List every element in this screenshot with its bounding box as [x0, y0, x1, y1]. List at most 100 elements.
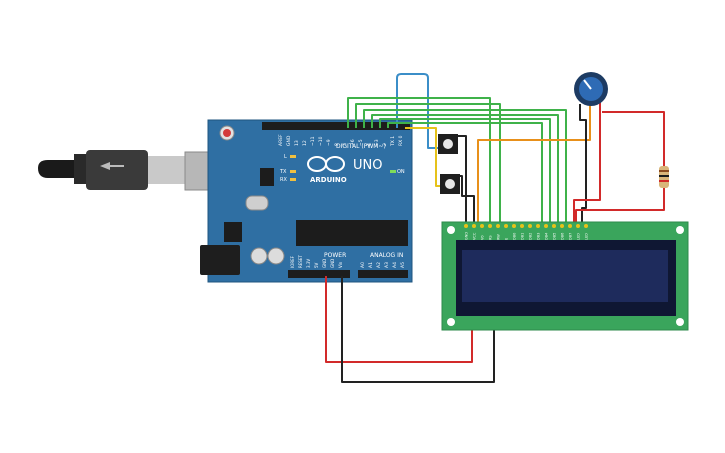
lcd-pin[interactable]: [552, 224, 556, 228]
lcd-pin[interactable]: [464, 224, 468, 228]
wire-green-5: [379, 118, 551, 226]
wire-red-pot: [573, 100, 601, 226]
wire-blue: [396, 73, 438, 149]
digital-pin-label: TX 1: [390, 136, 396, 147]
lcd-pin-label: VCC: [473, 232, 477, 240]
lcd-pin[interactable]: [512, 224, 516, 228]
lcd-pin-label: DB7: [569, 233, 573, 240]
power-jack: [200, 245, 240, 275]
lcd-pin-label: LED: [577, 233, 581, 240]
digital-header: [262, 122, 410, 130]
power-pin-label: GND: [322, 259, 327, 268]
power-pin-label: GND: [330, 259, 335, 268]
usb-cable: [38, 150, 226, 191]
lcd-pin-label: DB2: [529, 233, 533, 240]
led-tx-label: TX: [279, 169, 287, 175]
lcd-pin-label: DB5: [553, 233, 557, 240]
digital-pin-label: 4: [366, 143, 372, 146]
digital-pin-label: RX 0: [398, 135, 404, 146]
analog-pin-label: A2: [376, 262, 382, 268]
digital-pin-label: ~10: [318, 136, 324, 146]
digital-pin-label: ~3: [374, 139, 380, 146]
arduino-uno-board[interactable]: ARDUINO UNO DIGITAL (PWM~) POWER ANALOG …: [200, 119, 413, 283]
lcd-pin-label: DB3: [537, 233, 541, 240]
lcd-16x2: GND VCC V0 RS RW E DB0 DB1 DB2 DB3 DB4 DB5 DB6 DB7 LED…: [441, 221, 689, 331]
lcd-pin[interactable]: [576, 224, 580, 228]
digital-pin-label: GND: [286, 135, 292, 146]
led-l-label: L: [284, 154, 287, 160]
digital-label: DIGITAL (PWM~): [336, 143, 386, 150]
lcd-pin-label: DB4: [545, 232, 549, 240]
lcd-pin-label: LED: [585, 233, 589, 240]
analog-label: ANALOG IN: [370, 252, 403, 259]
power-pin-label: 3.3V: [306, 259, 311, 268]
lcd-pin[interactable]: [536, 224, 540, 228]
power-pin-label: IOREF: [290, 255, 295, 268]
wires: [325, 73, 665, 383]
wire-green-4: [371, 114, 559, 226]
power-pin-label: 5V: [314, 262, 319, 268]
wire-green-3: [363, 109, 567, 226]
power-pin-label: Vin: [338, 261, 343, 268]
digital-pin-label: ~5: [358, 139, 364, 146]
wire-yellow: [405, 127, 440, 187]
analog-pin-label: A4: [392, 262, 398, 268]
analog-pin-label: A5: [400, 262, 406, 268]
digital-pin-label: ~11: [310, 136, 316, 146]
arduino-logo-icon: [307, 156, 345, 172]
wire-red-5v: [325, 276, 473, 363]
digital-pin-label: ~9: [326, 139, 332, 146]
wire-black-gnd: [341, 276, 495, 383]
potentiometer[interactable]: [574, 72, 608, 106]
digital-pin-label: AREF: [278, 134, 284, 146]
lcd-pin-label: DB1: [521, 233, 525, 240]
analog-pin-label: A0: [360, 262, 366, 268]
lcd-pin-label: RS: [489, 235, 493, 240]
lcd-pin-label: V0: [481, 235, 485, 240]
digital-pin-label: 7: [342, 143, 348, 146]
lcd-pin[interactable]: [504, 224, 508, 228]
wire-orange: [477, 104, 591, 226]
microcontroller-chip: [296, 220, 408, 246]
power-header: [288, 270, 350, 278]
lcd-pin[interactable]: [560, 224, 564, 228]
wire-red-resistor: [575, 111, 665, 226]
lcd-pin-label: GND: [465, 232, 469, 240]
lcd-pin[interactable]: [520, 224, 524, 228]
lcd-pin[interactable]: [528, 224, 532, 228]
push-button-1[interactable]: [438, 134, 458, 154]
wire-green-2: [355, 103, 501, 226]
lcd-pin-label: DB0: [513, 233, 517, 240]
lcd-pin[interactable]: [472, 224, 476, 228]
power-pin-label: RESET: [298, 255, 303, 268]
lcd-pin[interactable]: [480, 224, 484, 228]
led-on-label: ON: [397, 169, 405, 175]
power-label: POWER: [324, 252, 346, 259]
wire-green-1: [347, 97, 491, 226]
digital-pin-label: ~6: [350, 139, 356, 146]
led-rx-label: RX: [280, 177, 287, 183]
model-label: UNO: [353, 158, 382, 173]
wire-black-button-2: [458, 175, 475, 226]
digital-pin-label: 8: [334, 143, 340, 146]
lcd-pin-label: E: [505, 238, 509, 240]
usb-icon: [100, 162, 124, 170]
lcd-screen: [462, 250, 668, 302]
lcd-pin[interactable]: [584, 224, 588, 228]
digital-pin-label: 2: [382, 143, 388, 146]
lcd-pin[interactable]: [544, 224, 548, 228]
push-button-2[interactable]: [440, 174, 460, 194]
digital-pin-label: 12: [302, 140, 308, 146]
lcd-pin-label: RW: [497, 234, 501, 240]
wire-green-6: [387, 122, 543, 226]
lcd-pin-label: DB6: [561, 233, 565, 240]
analog-header: [358, 270, 408, 278]
lcd-pin[interactable]: [496, 224, 500, 228]
resistor: [659, 166, 669, 188]
lcd-pin[interactable]: [568, 224, 572, 228]
lcd-pin[interactable]: [488, 224, 492, 228]
